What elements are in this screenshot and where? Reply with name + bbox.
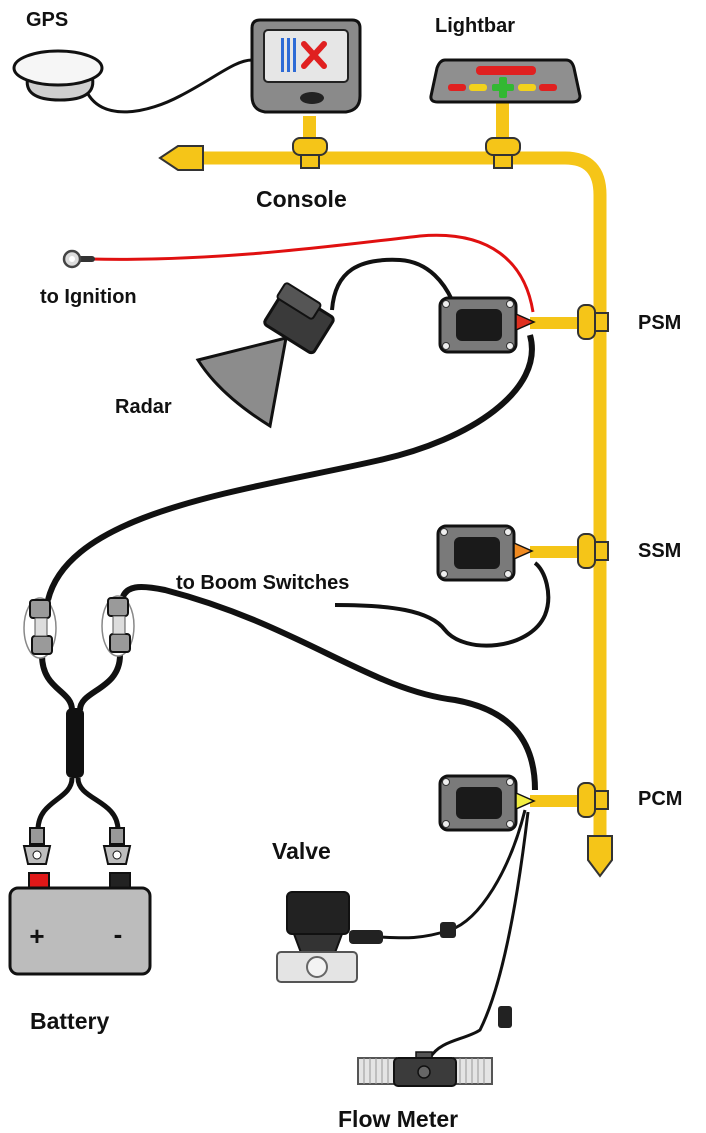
- trunk-terminator-bottom: [587, 835, 613, 878]
- psm-harness-cable: [45, 334, 535, 601]
- boom-switch-cable: [334, 561, 551, 648]
- valve-cable: [379, 809, 527, 940]
- ssm-connector: [513, 541, 534, 561]
- battery-harness: [35, 654, 123, 831]
- trunk-terminator-left: [158, 145, 204, 171]
- harness-connector-right: [101, 595, 135, 657]
- psm-label: PSM: [638, 312, 682, 334]
- battery-clamp-positive: [22, 827, 52, 865]
- gps-label: GPS: [26, 9, 69, 31]
- tee-connector-pcm: [577, 782, 609, 818]
- ssm-label: SSM: [638, 540, 682, 562]
- tee-connector-console: [292, 137, 328, 169]
- pcm-module: [438, 774, 536, 832]
- pcm-label: PCM: [638, 788, 683, 810]
- battery-positive-symbol: +: [29, 921, 44, 951]
- radar-label: Radar: [115, 396, 172, 418]
- flow-meter-cable: [428, 811, 530, 1059]
- console-device: [250, 18, 362, 114]
- radar-sensor: [195, 282, 335, 429]
- tee-connector-ssm: [577, 533, 609, 569]
- valve-icon: [276, 891, 383, 983]
- radar-cable: [330, 257, 454, 311]
- flow-meter-icon: [357, 1051, 493, 1087]
- lightbar-device: [429, 58, 582, 104]
- to-boom-switches-label: to Boom Switches: [176, 572, 350, 594]
- ring-terminal-icon: [62, 249, 82, 269]
- psm-module: [438, 296, 536, 354]
- radar-beam: [195, 335, 288, 429]
- console-screen-icon: [281, 38, 327, 72]
- harness-connector-left: [23, 597, 57, 659]
- battery-negative-symbol: -: [114, 919, 123, 949]
- psm-connector: [515, 312, 536, 332]
- flow-meter-label: Flow Meter: [338, 1106, 459, 1132]
- battery-icon: + -: [8, 872, 152, 976]
- ssm-module: [436, 524, 534, 582]
- tee-connector-psm: [577, 304, 609, 340]
- to-ignition-label: to Ignition: [40, 286, 137, 308]
- gps-antenna-icon: [12, 49, 104, 102]
- valve-label: Valve: [272, 838, 331, 864]
- gps-cable: [83, 58, 253, 114]
- can-trunk: [188, 102, 607, 847]
- pcm-harness-cable: [119, 584, 538, 791]
- battery-clamp-negative: [102, 827, 132, 865]
- lightbar-label: Lightbar: [435, 15, 515, 37]
- battery-label: Battery: [30, 1008, 110, 1034]
- console-label: Console: [256, 186, 347, 212]
- pcm-connector: [515, 791, 536, 811]
- tee-connector-lightbar: [485, 137, 521, 169]
